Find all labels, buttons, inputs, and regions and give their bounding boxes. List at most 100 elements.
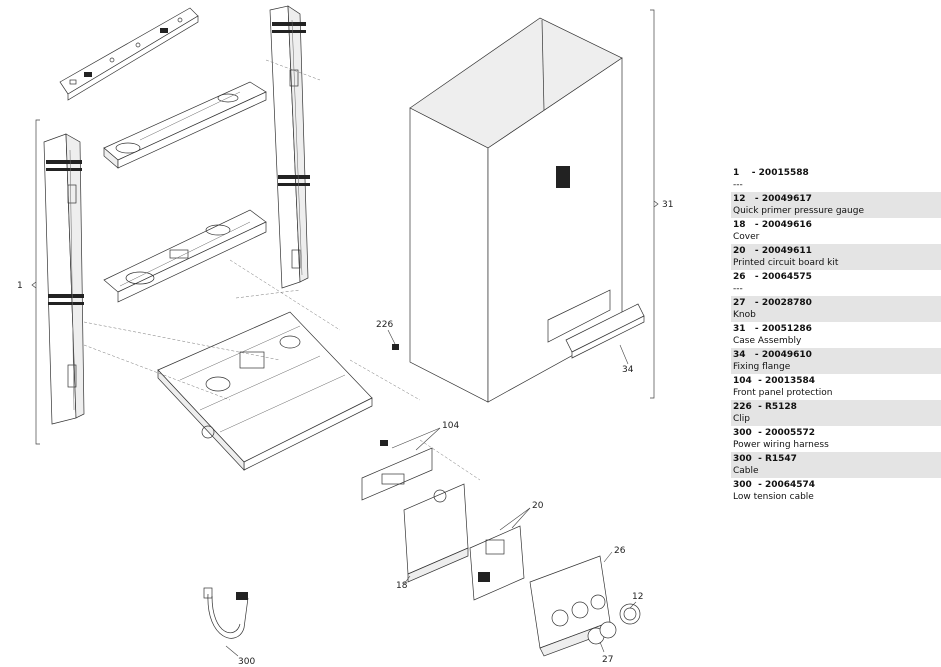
part-code: 20064575: [761, 272, 812, 282]
part-description: Low tension cable: [733, 492, 814, 502]
part-code: 20028780: [761, 298, 812, 308]
part-ref-code: 12 - 20049617: [733, 193, 941, 205]
part-separator: -: [751, 480, 765, 490]
part-code: 20015588: [758, 168, 809, 178]
lower-cross-frame[interactable]: [103, 209, 267, 303]
assembly-guide-lines: [83, 59, 481, 481]
part-separator: -: [751, 428, 765, 438]
part-ref: 226: [733, 402, 752, 412]
part-ref: 12: [733, 194, 746, 204]
part-ref: 26: [733, 272, 746, 282]
callout-12: 12: [632, 592, 643, 602]
part-description: ---: [733, 284, 743, 294]
part-ref-code: 1 - 20015588: [733, 167, 941, 179]
part-code: 20013584: [764, 376, 816, 386]
part-ref-code: 300 - 20064574: [733, 479, 941, 491]
part-code: 20049610: [761, 350, 812, 360]
callout-20: 20: [532, 501, 544, 511]
part-ref: 27: [733, 298, 746, 308]
case-assembly[interactable]: [409, 17, 623, 403]
part-separator: -: [745, 272, 762, 282]
part-separator: -: [751, 376, 765, 386]
part-separator: -: [751, 454, 765, 464]
part-description: Quick primer pressure gauge: [733, 206, 865, 216]
callout-18: 18: [396, 581, 408, 591]
callout-brackets: [31, 9, 659, 657]
part-code: 20051286: [761, 324, 812, 334]
top-mounting-rail[interactable]: [59, 7, 199, 101]
part-description: Cable: [733, 466, 759, 476]
right-frame-upright[interactable]: [269, 5, 310, 289]
part-entry[interactable]: 1 - 20015588---: [731, 166, 941, 192]
knobs[interactable]: [587, 621, 617, 645]
clip[interactable]: [392, 344, 399, 350]
callout-34: 34: [622, 365, 634, 375]
part-code: R5128: [764, 402, 797, 412]
part-ref: 34: [733, 350, 746, 360]
printed-circuit-board[interactable]: [469, 525, 525, 601]
part-description: Power wiring harness: [733, 440, 829, 450]
control-cover[interactable]: [403, 483, 469, 583]
part-code: R1547: [764, 454, 797, 464]
part-ref: 18: [733, 220, 746, 230]
part-code: 20049616: [761, 220, 812, 230]
part-entry[interactable]: 26 - 20064575---: [731, 270, 941, 296]
callout-1: 1: [17, 281, 23, 291]
left-frame-upright[interactable]: [43, 133, 85, 425]
fixing-flange[interactable]: [565, 303, 645, 359]
part-ref-code: 34 - 20049610: [733, 349, 941, 361]
part-description: Case Assembly: [733, 336, 802, 346]
part-code: 20049617: [761, 194, 812, 204]
part-ref: 300: [733, 428, 752, 438]
part-ref: 104: [733, 376, 752, 386]
part-ref: 31: [733, 324, 746, 334]
part-code: 20049611: [761, 246, 812, 256]
part-separator: -: [745, 350, 762, 360]
part-separator: -: [751, 402, 765, 412]
part-ref-code: 300 - 20005572: [733, 427, 941, 439]
part-ref-code: 104 - 20013584: [733, 375, 941, 387]
part-ref-code: 26 - 20064575: [733, 271, 941, 283]
callout-300: 300: [238, 657, 255, 667]
callout-27: 27: [602, 655, 613, 665]
part-ref: 20: [733, 246, 746, 256]
part-separator: -: [745, 246, 762, 256]
part-ref-code: 18 - 20049616: [733, 219, 941, 231]
pressure-gauge[interactable]: [619, 603, 641, 625]
part-description: Fixing flange: [733, 362, 791, 372]
part-ref: 300: [733, 454, 752, 464]
part-description: ---: [733, 180, 743, 190]
wiring-harness[interactable]: [203, 587, 249, 639]
part-separator: -: [745, 324, 762, 334]
part-separator: -: [745, 298, 762, 308]
part-description: Clip: [733, 414, 750, 424]
part-description: Knob: [733, 310, 756, 320]
part-ref-code: 31 - 20051286: [733, 323, 941, 335]
part-description: Cover: [733, 232, 760, 242]
boiler-chassis-tray[interactable]: [157, 311, 373, 471]
part-ref-code: 20 - 20049611: [733, 245, 941, 257]
part-description: Front panel protection: [733, 388, 833, 398]
callout-226: 226: [376, 320, 393, 330]
part-separator: -: [745, 220, 762, 230]
part-separator: -: [745, 194, 762, 204]
callout-104: 104: [442, 421, 459, 431]
part-code: 20005572: [764, 428, 816, 438]
callout-26: 26: [614, 546, 626, 556]
upper-cross-frame[interactable]: [103, 81, 267, 169]
callout-31: 31: [662, 200, 673, 210]
part-ref-code: 300 - R1547: [733, 453, 941, 465]
front-panel-protection[interactable]: [361, 440, 433, 501]
